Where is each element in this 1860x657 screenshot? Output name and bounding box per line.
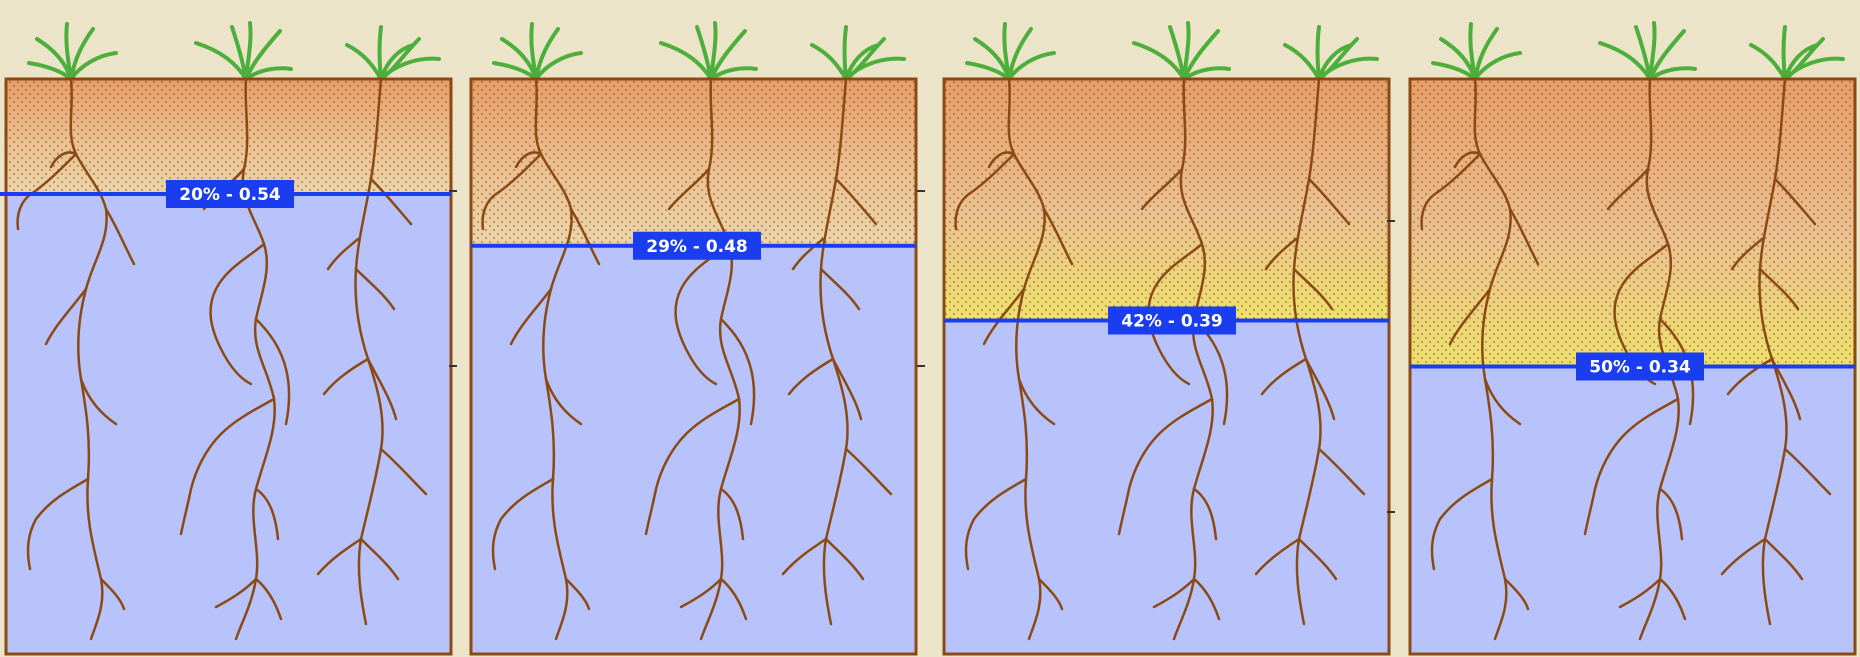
water-level-label: 29% - 0.48 bbox=[633, 232, 761, 260]
label-text: 29% - 0.48 bbox=[646, 237, 748, 257]
plant-icon bbox=[494, 23, 904, 79]
water-level-label: 20% - 0.54 bbox=[166, 180, 294, 208]
label-text: 20% - 0.54 bbox=[179, 185, 281, 205]
soil-panel-1: 20% - 0.54 bbox=[0, 23, 451, 654]
soil-texture bbox=[1410, 79, 1855, 367]
soil-panel-2: 29% - 0.48 bbox=[471, 23, 916, 654]
label-text: 50% - 0.34 bbox=[1589, 358, 1691, 378]
soil-panel-3: 42% - 0.39 bbox=[944, 23, 1389, 654]
water-level-label: 42% - 0.39 bbox=[1108, 307, 1236, 335]
plant-icon bbox=[967, 23, 1377, 79]
water-zone bbox=[6, 194, 451, 654]
soil-panel-4: 50% - 0.34 bbox=[1410, 23, 1855, 654]
label-text: 42% - 0.39 bbox=[1121, 312, 1223, 332]
water-zone bbox=[1410, 367, 1855, 655]
plant-icon bbox=[1433, 23, 1843, 79]
plant-icon bbox=[29, 23, 439, 79]
water-level-label: 50% - 0.34 bbox=[1576, 353, 1704, 381]
soil-texture bbox=[944, 79, 1389, 321]
